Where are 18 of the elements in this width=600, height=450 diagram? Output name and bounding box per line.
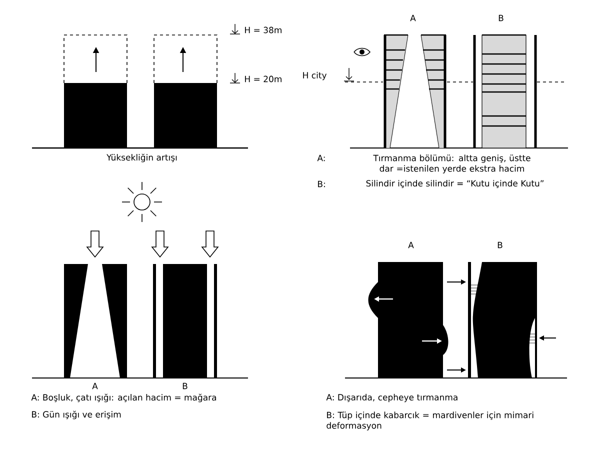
height-label: H = 38m	[245, 26, 282, 34]
building-letter: A	[92, 382, 98, 390]
building-letter: B	[182, 382, 188, 390]
caption: B: Gün ışığı ve erişim	[32, 410, 121, 420]
level-label: H city	[303, 72, 327, 80]
caption: A: Boşluk, çatı ışığı: açılan hacim = mağara	[31, 394, 216, 402]
item-letter: A:	[317, 154, 325, 162]
building-letter: B	[498, 242, 502, 248]
caption: A: Dışarıda, cepheye tırmanma	[326, 394, 458, 402]
building-letter: A	[410, 14, 416, 22]
height-label: H = 20m	[245, 76, 282, 82]
caption: B: Tüp içinde kabarcık = mardivenler için mimari deformasyon	[326, 412, 534, 430]
caption: Silindir içinde silindir = “Kutu içinde Kutu”	[366, 180, 544, 188]
item-letter: B:	[318, 180, 325, 188]
caption: Yüksekliğin artışı	[106, 154, 177, 162]
building-letter: A	[408, 242, 414, 248]
caption: Tırmanma bölümü: altta geniş, üstte dar =istenilen yerde ekstra hacim	[373, 154, 530, 174]
building-letter: B	[498, 14, 504, 22]
